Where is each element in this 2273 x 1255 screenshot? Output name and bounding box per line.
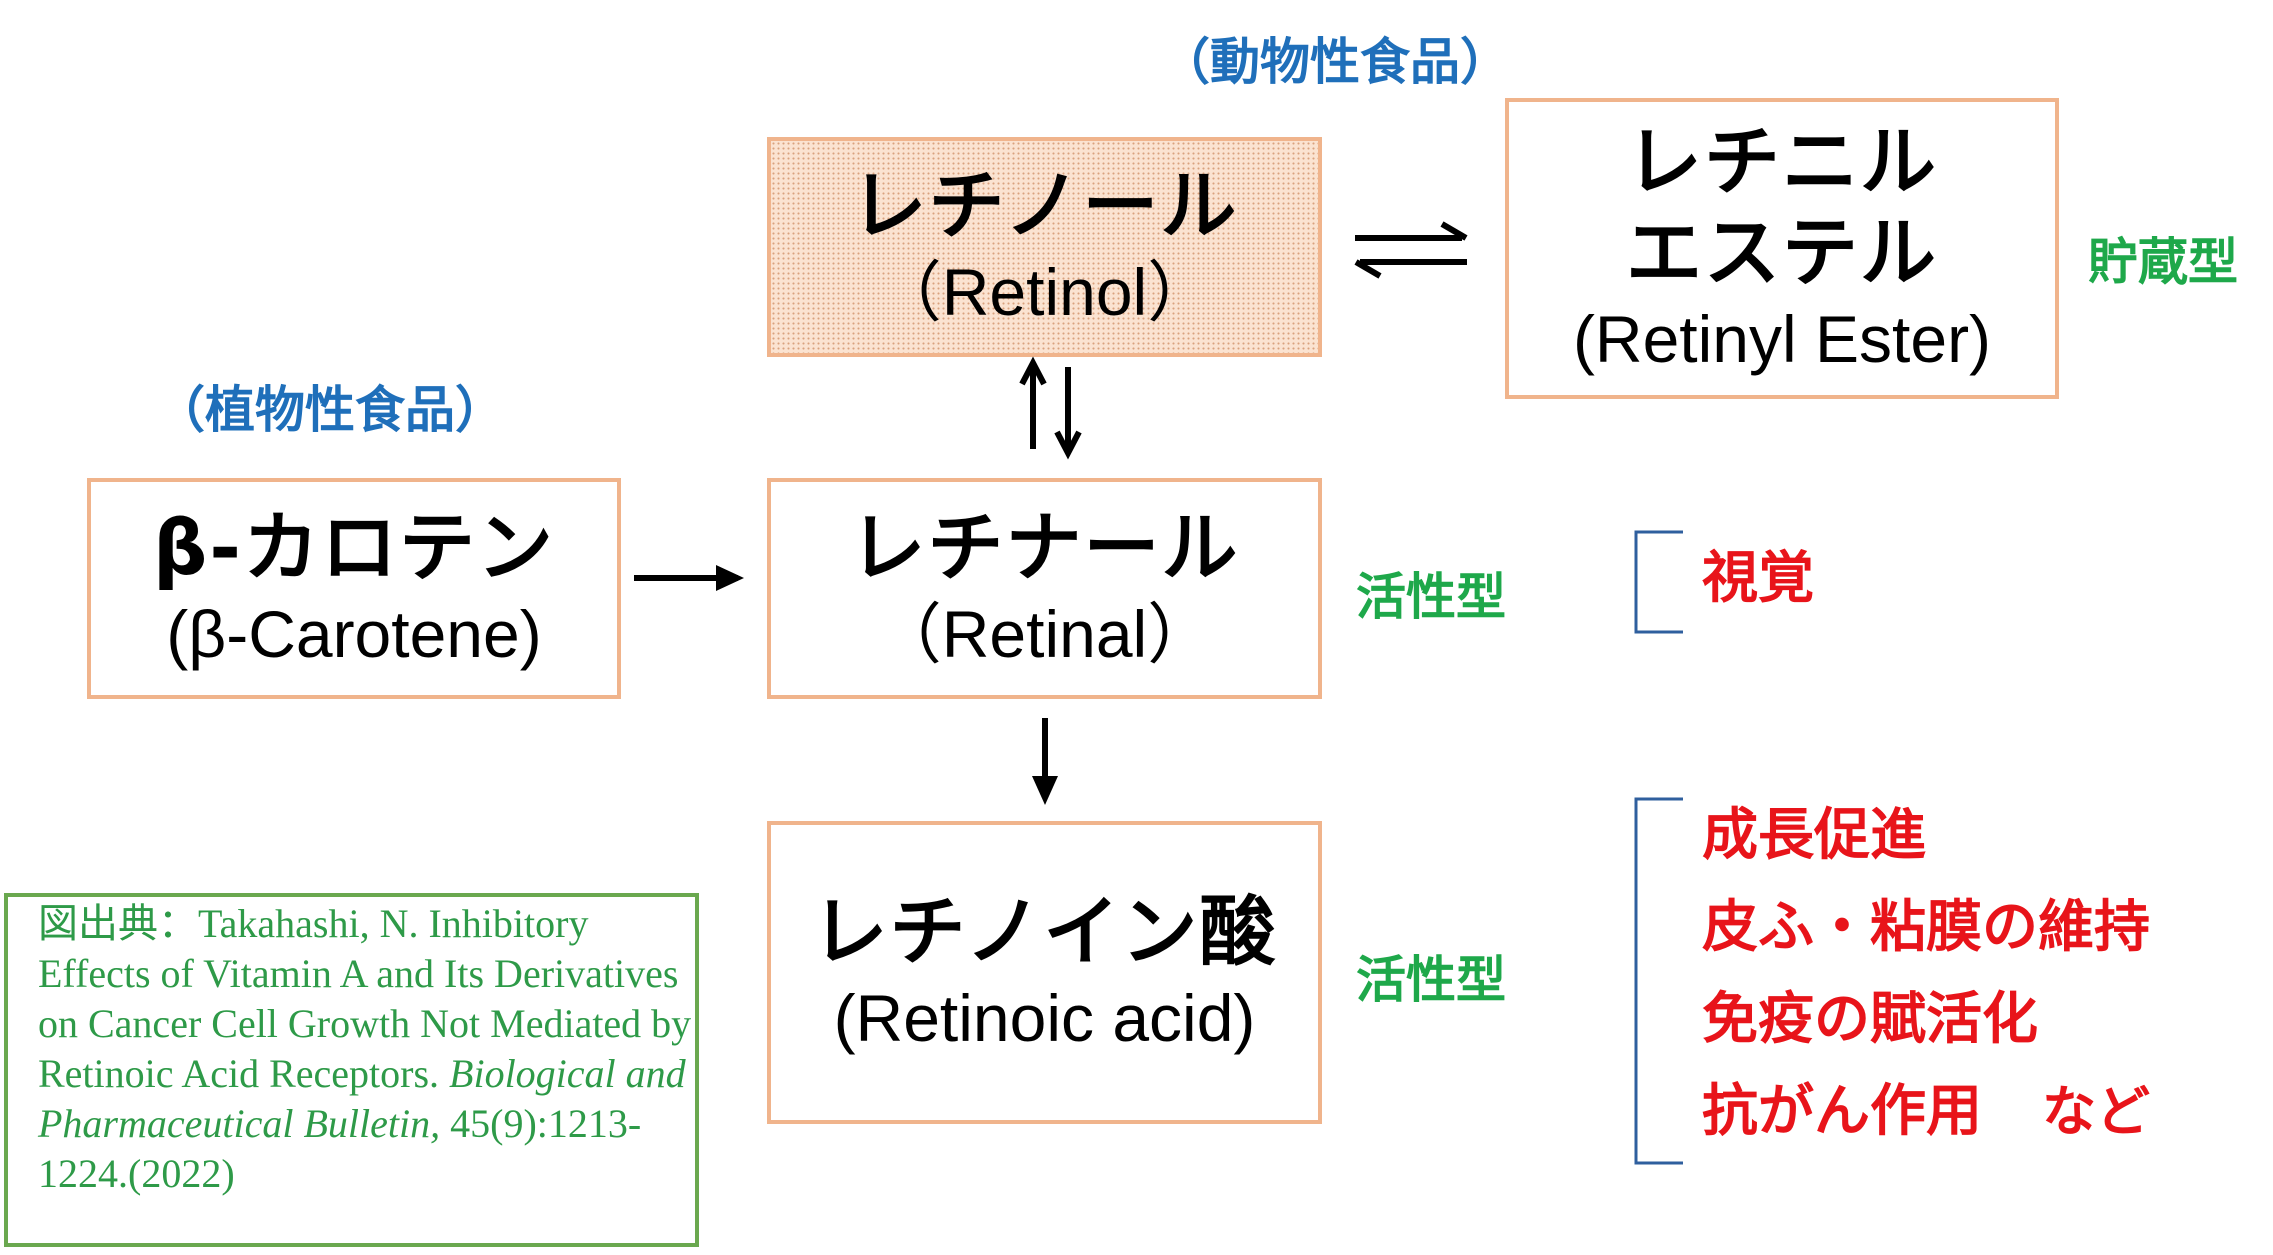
retinyl-ester-box: レチニル エステル (Retinyl Ester) (1505, 98, 2059, 399)
storage-type-label: 貯蔵型 (2088, 233, 2238, 291)
retinal-effect-vision: 視覚 (1702, 546, 1814, 611)
retinyl-ester-en: (Retinyl Ester) (1572, 302, 1992, 377)
carotene-to-retinal-arrow (634, 565, 744, 591)
beta-carotene-en: (β-Carotene) (166, 596, 542, 671)
figure-citation: 図出典：Takahashi, N. Inhibitory Effects of … (4, 893, 699, 1247)
effect-anticancer-row: 抗がん作用など (1702, 1066, 2150, 1158)
effect-anticancer: 抗がん作用 (1702, 1079, 1982, 1144)
retinol-en: （Retinol） (875, 255, 1214, 330)
retinyl-ester-jp-line2: エステル (1626, 208, 1938, 298)
retinol-retinal-arrows (1019, 356, 1082, 460)
plant-food-label: （植物性食品） (155, 381, 505, 439)
retinal-box: レチナール （Retinal） (767, 478, 1322, 699)
retinoic-acid-box: レチノイン酸 (Retinoic acid) (767, 821, 1322, 1124)
retinyl-ester-jp-line1: レチニル (1626, 117, 1938, 207)
retinal-en: （Retinal） (875, 596, 1214, 671)
animal-food-label: （動物性食品） (1160, 33, 1510, 91)
retinoic-acid-jp: レチノイン酸 (811, 886, 1278, 976)
retinoic-acid-en: (Retinoic acid) (833, 980, 1256, 1055)
retinal-to-retinoic-arrow (1032, 718, 1058, 805)
citation-text: 図出典：Takahashi, N. Inhibitory Effects of … (38, 901, 692, 1096)
retinoic-active-type-label: 活性型 (1356, 951, 1506, 1009)
retinol-box: レチノール （Retinol） (767, 137, 1322, 357)
retinoic-effects-bracket (1634, 797, 1683, 1165)
citation-journal: Biological and Pharmaceutical Bulletin, (38, 1051, 686, 1146)
retinoic-effects-list: 成長促進 皮ふ・粘膜の維持 免疫の賦活化 抗がん作用など (1702, 790, 2150, 1158)
beta-carotene-jp: β-カロテン (153, 502, 555, 592)
retinal-jp: レチナール (849, 502, 1240, 592)
retinol-jp: レチノール (850, 161, 1239, 251)
effect-etc: など (2042, 1080, 2150, 1143)
beta-carotene-box: β-カロテン (β-Carotene) (87, 478, 621, 699)
citation-details: 45(9):1213-1224.(2022) (38, 1101, 642, 1196)
retinol-ester-equilibrium-arrow (1354, 221, 1468, 279)
effect-growth: 成長促進 (1702, 803, 1926, 868)
effect-immunity: 免疫の賦活化 (1702, 987, 2038, 1052)
effect-skin-mucosa: 皮ふ・粘膜の維持 (1702, 895, 2150, 960)
retinal-active-type-label: 活性型 (1356, 568, 1506, 626)
vision-bracket (1634, 530, 1683, 634)
